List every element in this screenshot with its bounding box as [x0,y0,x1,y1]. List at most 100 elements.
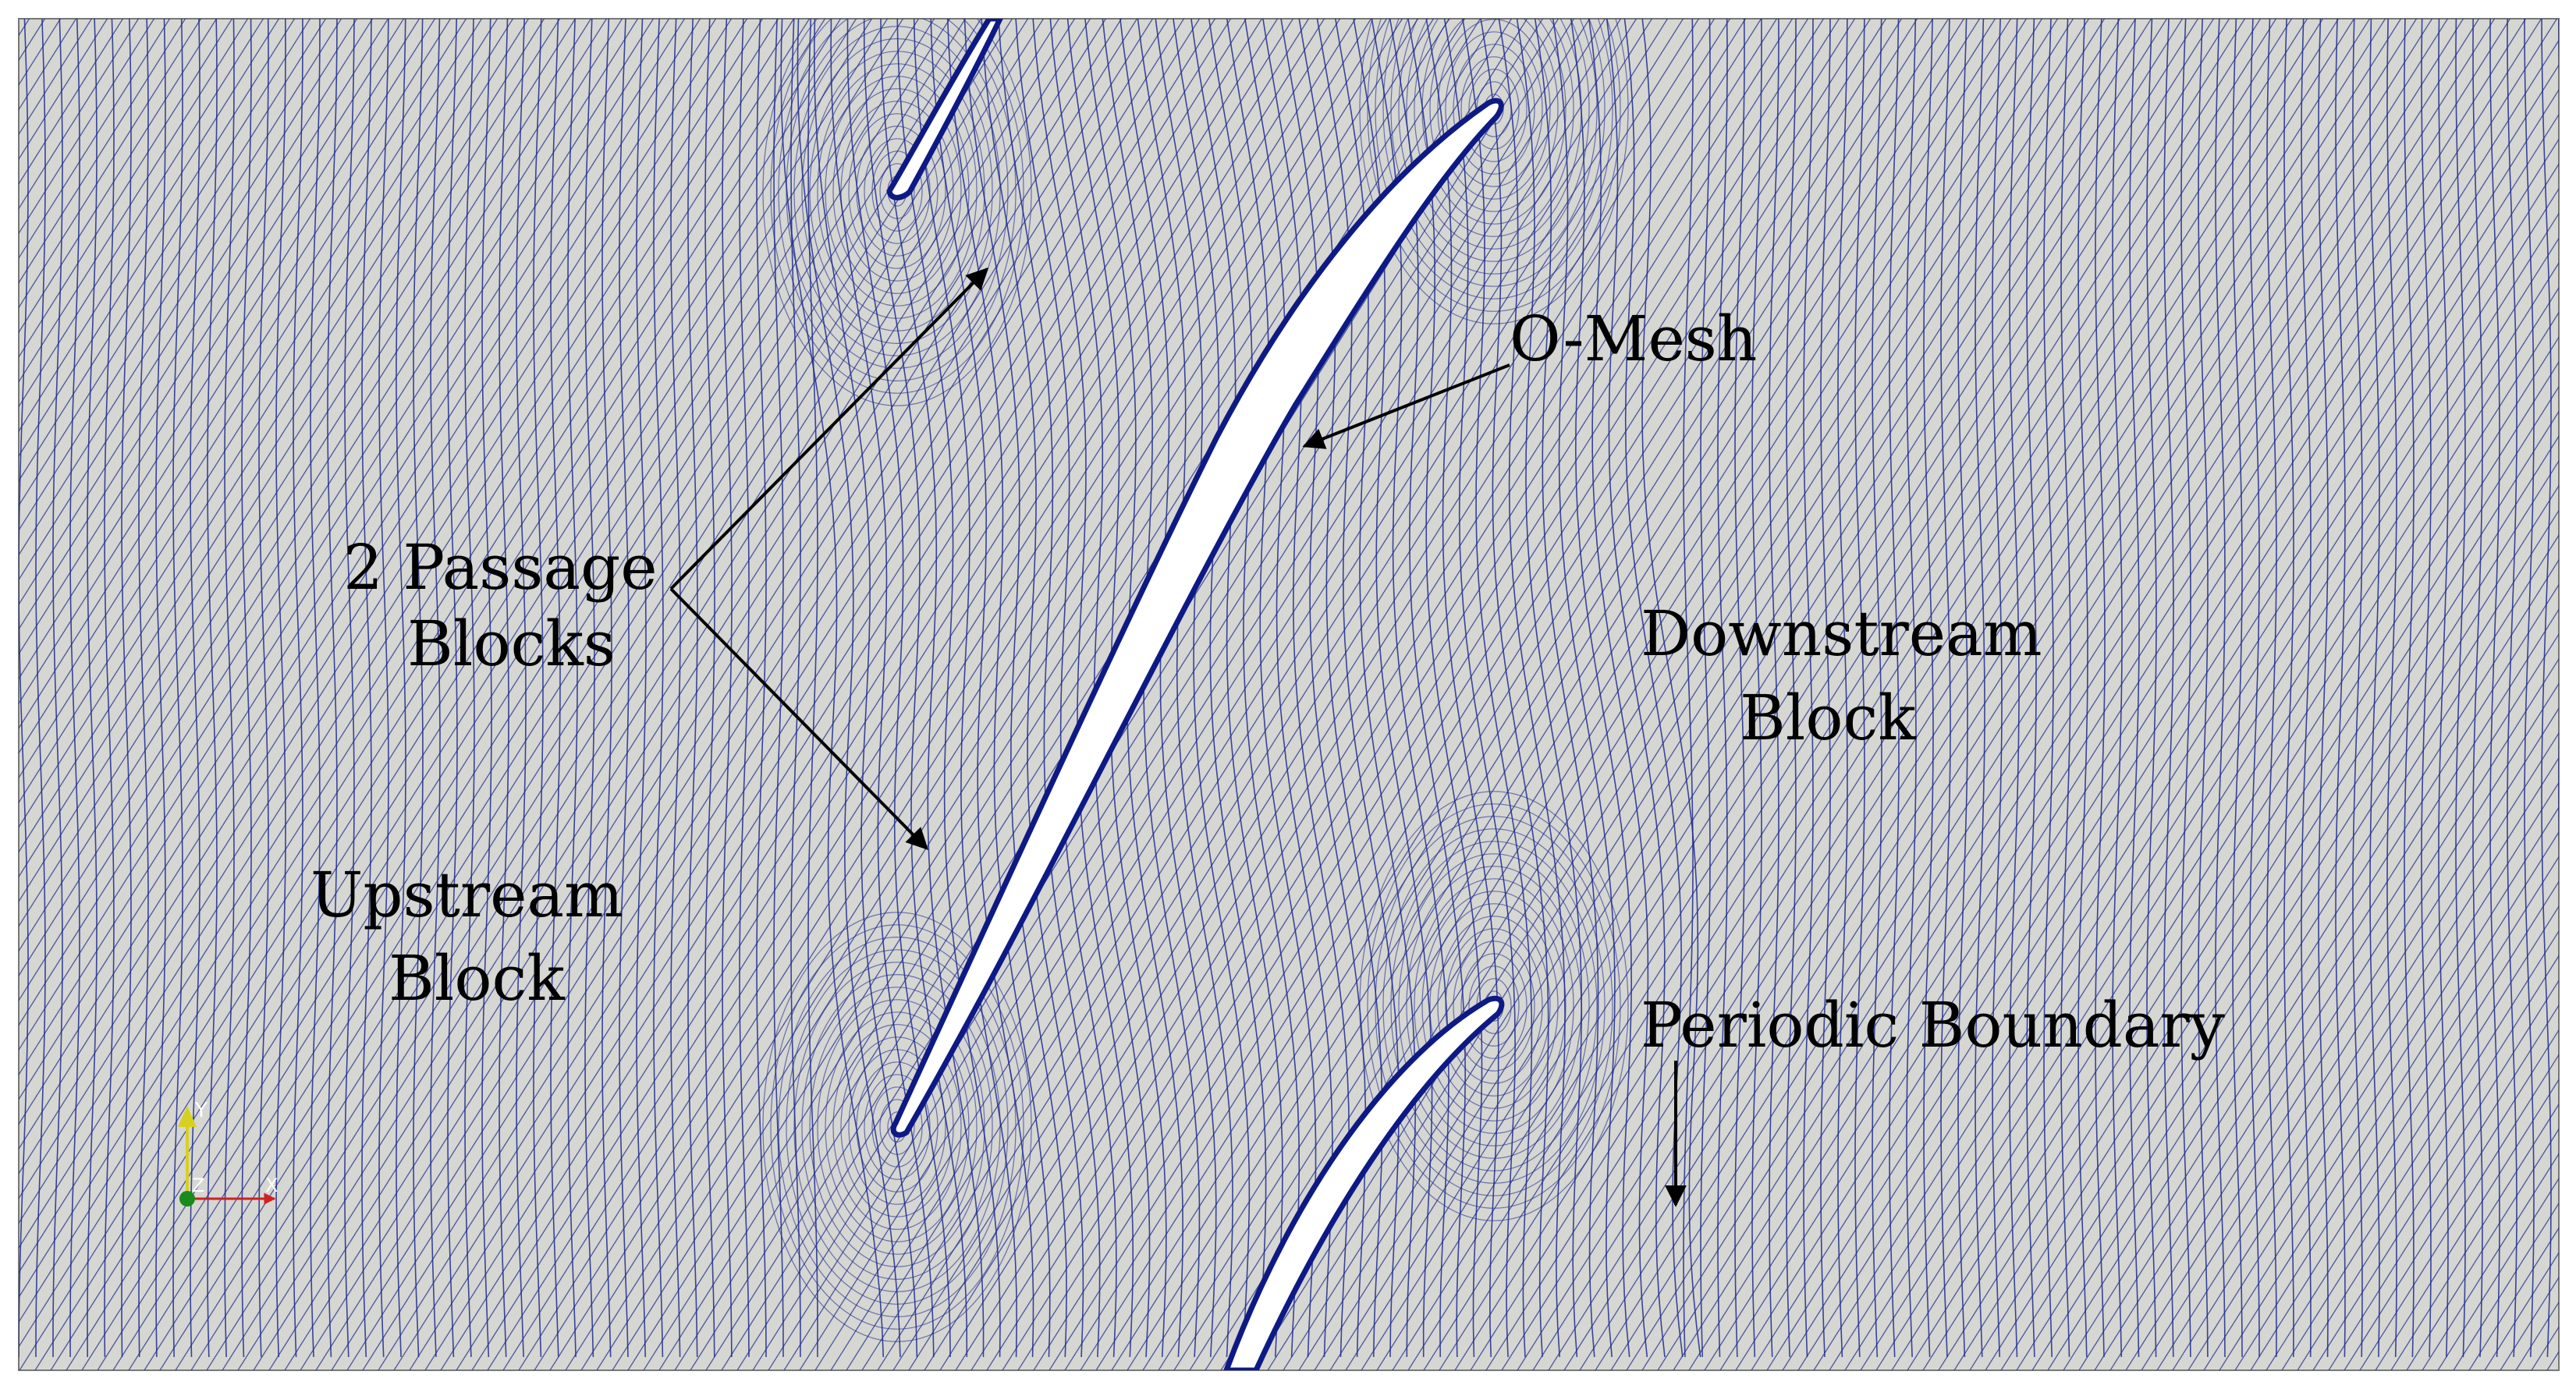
mesh-diagonal-line [892,19,1747,1370]
mesh-diagonal-line [19,19,264,408]
mesh-diagonal-line [2047,558,2559,1370]
label-passage-blocks-line2: Blocks [407,608,616,680]
o-mesh-ring [1460,953,1528,1059]
mesh-vertical-line [1717,19,1728,1358]
mesh-diagonal-line [19,19,374,581]
mesh-diagonal-line [284,19,1138,1370]
mesh-diagonal-line [19,19,655,1026]
label-periodic-boundary: Periodic Boundary [1641,989,2225,1061]
o-mesh-ring [1468,69,1520,150]
mesh-diagonal-line [1969,435,2559,1370]
mesh-diagonal-line [1797,163,2559,1370]
mesh-diagonal-line [19,19,202,309]
mesh-diagonal-line [814,19,1669,1370]
mesh-diagonal-line [19,19,233,359]
mesh-diagonal-line [846,19,1700,1370]
mesh-diagonal-line [19,19,561,878]
mesh-vertical-line [327,19,338,1358]
mesh-vertical-line [447,19,458,1358]
arrow-omesh [1302,363,1510,449]
mesh-diagonal-line [378,19,1232,1370]
mesh-vertical-line [87,19,98,1358]
o-mesh-ring [840,1036,954,1217]
mesh-vertical-line [913,19,1018,1358]
mesh-vertical-line [619,19,630,1358]
mesh-vertical-line [396,19,406,1358]
mesh-vertical-line [207,19,218,1358]
mesh-diagonal-line [159,19,1013,1370]
mesh-diagonal-line [1470,19,2324,1370]
mesh-diagonal-line [502,19,1357,1370]
o-mesh-ring [1421,19,1567,225]
o-mesh-ring [864,1074,931,1180]
mesh-diagonal-line [2187,781,2559,1370]
mesh-vertical-line [2472,19,2483,1358]
mesh-diagonal-line [924,19,1778,1370]
mesh-diagonal-line [783,19,1637,1370]
mesh-vertical-line [1957,19,1968,1358]
mesh-diagonal-line [19,19,405,631]
mesh-diagonal-line [1751,88,2559,1370]
mesh-vertical-line [2558,19,2559,853]
mesh-diagonal-line [1095,19,1950,1370]
mesh-vertical-line [413,19,424,1358]
mesh-diagonal-line [19,19,436,680]
o-mesh-ring [1445,31,1543,187]
mesh-diagonal-line [19,19,592,927]
label-o-mesh: O-Mesh [1510,303,1757,375]
mesh-diagonal-line [2359,1054,2559,1370]
mesh-vertical-line [1641,19,1701,1358]
mesh-diagonal-line [1532,19,2386,1370]
o-mesh-ring [1476,978,1512,1034]
o-mesh-ring [801,38,993,344]
mesh-vertical-line [1751,19,1762,1358]
mesh-vertical-line [1208,19,1300,1358]
mesh-vertical-line [1015,19,1117,1358]
mesh-vertical-line [2335,19,2346,1358]
o-mesh-ring [1406,866,1582,1146]
arrow-passage-upper [669,268,988,590]
o-mesh-ring [1453,941,1535,1072]
mesh-diagonal-line [1641,19,2496,1370]
mesh-vertical-line [2524,19,2535,1358]
mesh-diagonal-line [2312,980,2559,1370]
mesh-diagonal-line [1189,19,2043,1370]
triad-x-label: X [265,1175,278,1196]
mesh-diagonal-line [2406,1128,2559,1370]
label-downstream-block-line1: Downstream [1641,597,2042,670]
o-mesh-ring [825,76,970,307]
mesh-vertical-line [1803,19,1814,1358]
o-mesh-ring [1382,19,1606,287]
mesh-diagonal-line [1907,336,2559,1370]
mesh-diagonal-line [144,19,998,1370]
mesh-diagonal-line [19,19,342,532]
mesh-diagonal-line [1080,19,1934,1370]
mesh-diagonal-line [346,19,1201,1370]
mesh-diagonal-line [206,19,1060,1370]
mesh-diagonal-line [19,19,280,433]
mesh-vertical-line [2489,19,2500,1358]
mesh-diagonal-line [34,19,889,1370]
mesh-diagonal-line [1938,385,2559,1370]
mesh-diagonal-line [1953,410,2559,1370]
mesh-diagonal-line [2375,1079,2559,1370]
o-mesh-ring [1382,828,1606,1184]
o-mesh-ring [762,912,1032,1342]
o-mesh-ring [786,949,1009,1305]
mesh-vertical-line [1786,19,1797,1358]
o-mesh-ring [778,19,1017,381]
label-upstream-block-line2: Block [389,942,566,1015]
label-downstream-block-line2: Block [1740,682,1917,754]
mesh-vertical-line [2198,19,2209,1358]
mesh-vertical-line [344,19,355,1358]
mesh-diagonal-line [471,19,1325,1370]
mesh-diagonal-line [19,19,577,903]
mesh-diagonal-line [1376,19,2230,1370]
mesh-diagonal-line [2016,509,2559,1370]
mesh-vertical-line [1854,19,1865,1358]
mesh-vertical-line [1516,19,1583,1358]
o-mesh-ring [825,1012,970,1242]
o-mesh-ring [1429,903,1559,1109]
o-mesh-ring [1421,891,1567,1121]
mesh-vertical-line [2455,19,2466,1358]
